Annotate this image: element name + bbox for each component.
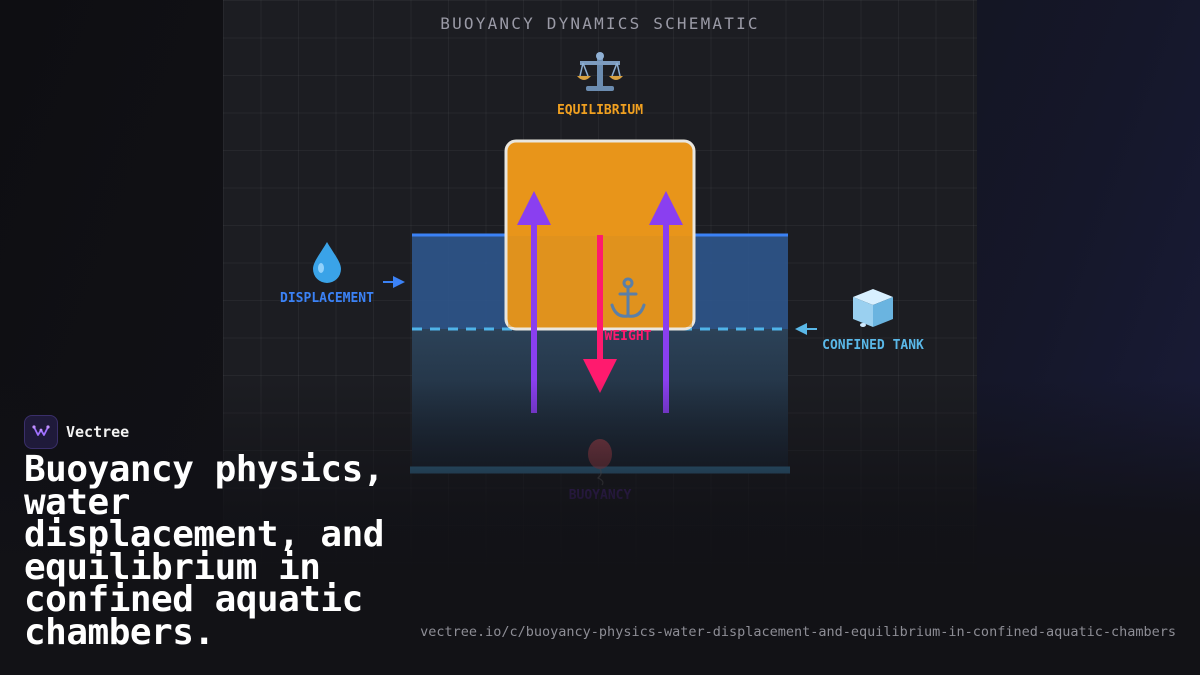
anchor-icon bbox=[610, 277, 646, 318]
brand-name: Vectree bbox=[66, 423, 130, 441]
page-headline: Buoyancy physics, water displacement, an… bbox=[24, 449, 384, 653]
diagram-title: BUOYANCY DYNAMICS SCHEMATIC bbox=[440, 14, 760, 33]
displacement-label: DISPLACEMENT bbox=[280, 291, 374, 306]
displacement-pointer-head bbox=[393, 276, 405, 288]
buoyant-force-arrowhead-right bbox=[649, 191, 683, 225]
weight-label: WEIGHT bbox=[605, 329, 652, 344]
vectree-logo-icon bbox=[24, 415, 58, 449]
balance-scale-icon bbox=[577, 52, 623, 91]
brand-block: Vectree bbox=[24, 415, 129, 449]
buoyant-force-arrowhead-left bbox=[517, 191, 551, 225]
weight-force-arrowhead bbox=[583, 359, 617, 393]
buoyancy-label: BUOYANCY bbox=[569, 488, 632, 503]
source-url[interactable]: vectree.io/c/buoyancy-physics-water-disp… bbox=[420, 624, 1176, 640]
confined-tank-pointer-head bbox=[795, 323, 807, 335]
water-droplet-icon bbox=[313, 242, 341, 283]
equilibrium-label: EQUILIBRIUM bbox=[557, 103, 643, 118]
balloon-icon bbox=[588, 439, 612, 486]
confined-tank-label: CONFINED TANK bbox=[822, 338, 924, 353]
ice-cube-icon bbox=[853, 289, 893, 327]
